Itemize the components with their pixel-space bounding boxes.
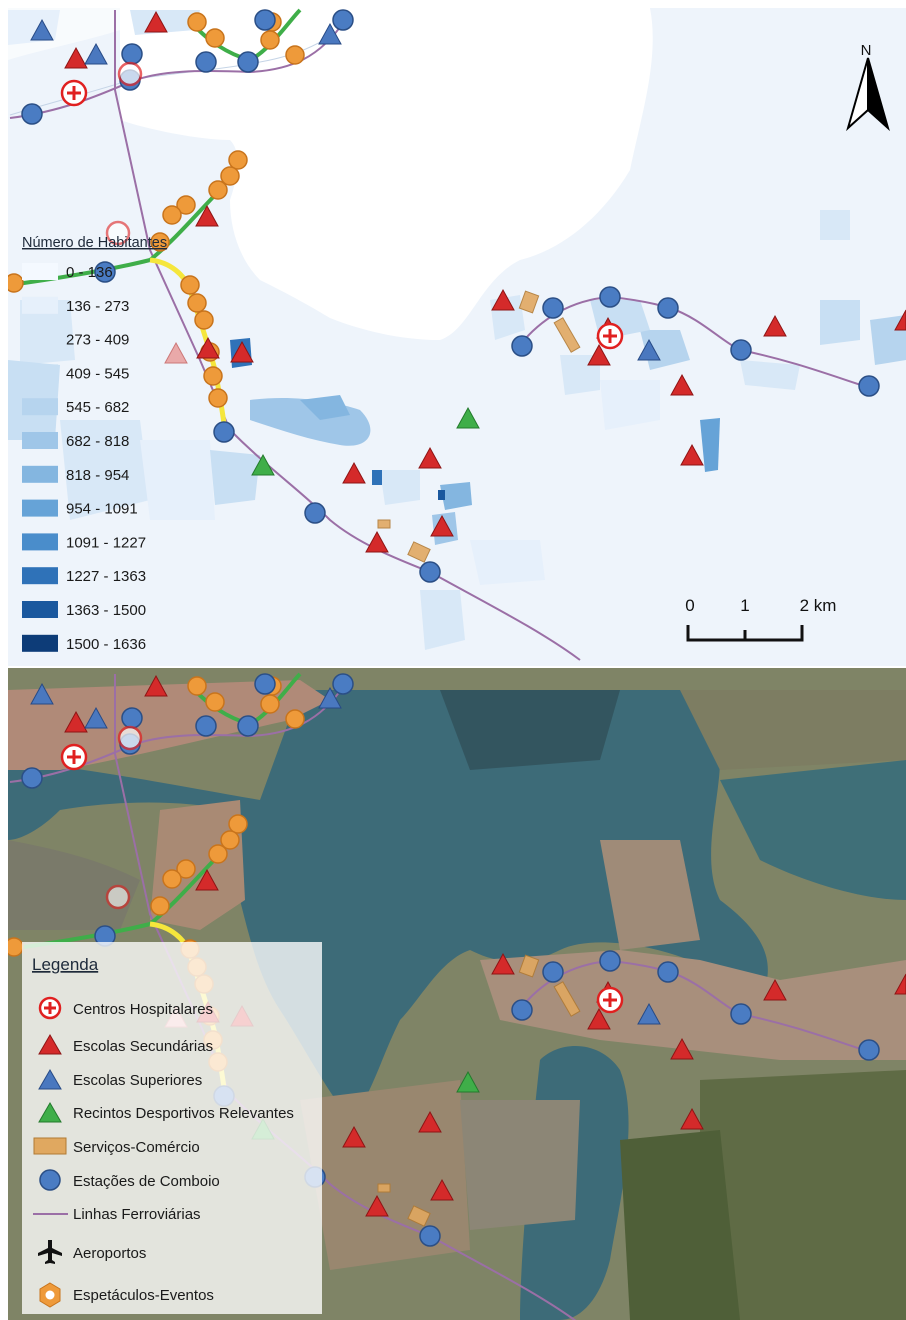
population-class-swatch: [22, 432, 58, 449]
population-class-swatch: [22, 567, 58, 585]
legend-title: Legenda: [32, 955, 99, 974]
commerce-area-icon: [33, 1137, 67, 1155]
legend-label-events: Espetáculos-Eventos: [73, 1287, 214, 1304]
population-class-label: 954 - 1091: [66, 501, 138, 518]
red-triangle-icon: [38, 1034, 62, 1055]
population-class-label: 1091 - 1227: [66, 534, 146, 551]
population-class-swatch: [22, 330, 58, 348]
population-class-label: 545 - 682: [66, 399, 129, 416]
legend-label-stations: Estações de Comboio: [73, 1173, 220, 1190]
train-station-icon: [39, 1169, 61, 1191]
blue-triangle-icon: [38, 1069, 62, 1090]
map-legend: Legenda Centros Hospitalares Escolas Sec…: [22, 942, 322, 1314]
population-class-label: 409 - 545: [66, 365, 129, 382]
population-class-swatch: [22, 601, 58, 618]
population-class-swatch: [22, 465, 58, 483]
population-class-label: 1500 - 1636: [66, 636, 146, 653]
scale-tick-2: 2 km: [800, 596, 837, 615]
population-class-swatch: [22, 296, 58, 314]
population-class-swatch: [22, 263, 58, 280]
scale-tick-0: 0: [685, 596, 694, 615]
population-class-swatch: [22, 364, 58, 382]
hospital-icon: [38, 996, 62, 1020]
events-icon: [39, 1282, 61, 1308]
scale-bar: 0 1 2 km: [685, 596, 837, 642]
north-arrow-icon: N: [846, 42, 890, 132]
scale-tick-1: 1: [740, 596, 749, 615]
population-legend: Número de Habitantes 0 - 136 136 - 273 273…: [22, 235, 167, 653]
airplane-icon: [38, 1240, 62, 1264]
population-patches: [8, 10, 906, 650]
population-class-label: 818 - 954: [66, 467, 129, 484]
population-class-label: 136 - 273: [66, 298, 129, 315]
legend-label-higher-schools: Escolas Superiores: [73, 1072, 202, 1089]
legend-label-secondary-schools: Escolas Secundárias: [73, 1038, 213, 1055]
legend-label-commerce: Serviços-Comércio: [73, 1139, 200, 1156]
population-class-swatch: [22, 634, 58, 652]
legend-label-sports: Recintos Desportivos Relevantes: [73, 1105, 294, 1122]
population-class-label: 682 - 818: [66, 433, 129, 450]
north-label: N: [861, 42, 872, 59]
population-class-label: 0 - 136: [66, 264, 113, 281]
population-class-swatch: [22, 398, 58, 416]
legend-label-railways: Linhas Ferroviárias: [73, 1206, 201, 1223]
legend-label-hospitals: Centros Hospitalares: [73, 1001, 213, 1018]
legend-label-airports: Aeroportos: [73, 1245, 146, 1262]
population-class-swatch: [22, 499, 58, 517]
population-class-label: 1363 - 1500: [66, 602, 146, 619]
population-map-panel: [8, 8, 906, 668]
population-class-label: 273 - 409: [66, 332, 129, 349]
population-class-label: 1227 - 1363: [66, 568, 146, 585]
green-triangle-icon: [38, 1102, 62, 1123]
population-class-swatch: [22, 533, 58, 551]
population-legend-title: Número de Habitantes: [22, 235, 167, 251]
